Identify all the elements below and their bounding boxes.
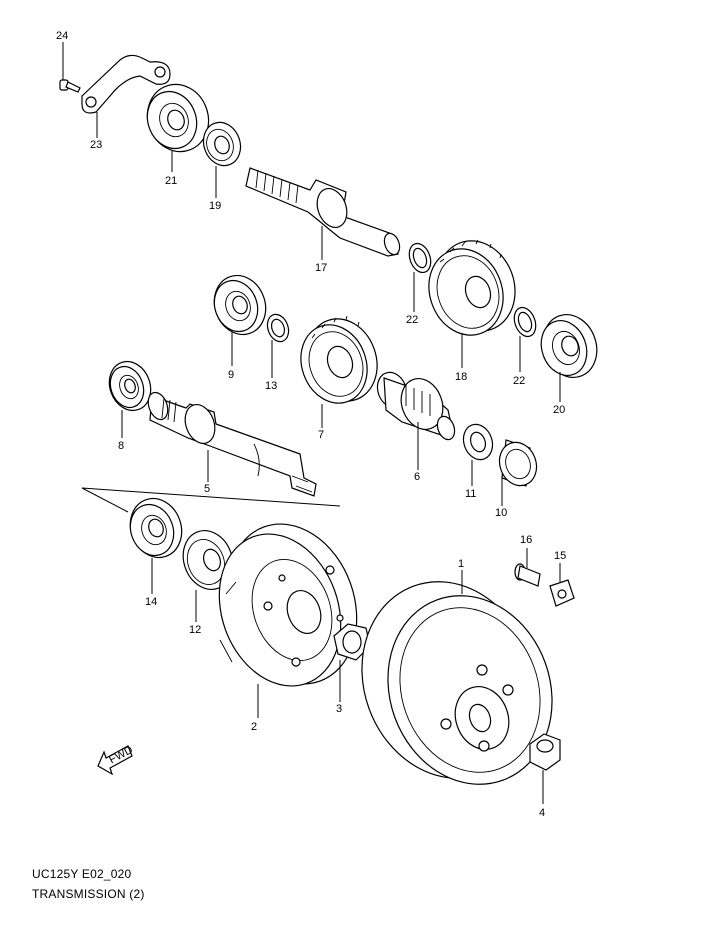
- label-14: 14: [145, 596, 157, 608]
- part-23-bracket[interactable]: [81, 54, 171, 114]
- assembly-leader: [81, 487, 341, 513]
- part-13-circlip[interactable]: [264, 311, 292, 344]
- part-5-final-shaft[interactable]: [145, 390, 317, 497]
- part-22-circlip-lower[interactable]: [510, 304, 539, 339]
- label-22-lower: 22: [513, 375, 525, 387]
- part-24-bolt[interactable]: [59, 79, 81, 93]
- label-10: 10: [495, 507, 507, 519]
- part-11-washer[interactable]: [459, 420, 498, 463]
- label-22-upper: 22: [406, 314, 418, 326]
- label-13: 13: [265, 380, 277, 392]
- label-9: 9: [228, 369, 234, 381]
- label-21: 21: [165, 175, 177, 187]
- part-8-bearing[interactable]: [103, 356, 158, 417]
- label-5: 5: [204, 483, 210, 495]
- label-4: 4: [539, 807, 545, 819]
- part-9-bearing[interactable]: [206, 268, 274, 341]
- label-24: 24: [56, 30, 68, 42]
- label-18: 18: [455, 371, 467, 383]
- part-17-drive-shaft[interactable]: [245, 167, 402, 257]
- part-19-oil-seal[interactable]: [198, 117, 247, 171]
- fwd-label: FWD: [107, 744, 135, 766]
- diagram-title: TRANSMISSION (2): [32, 887, 145, 901]
- part-14-bearing[interactable]: [122, 491, 190, 564]
- label-3: 3: [336, 703, 342, 715]
- part-12-oil-seal[interactable]: [175, 524, 241, 597]
- label-12: 12: [189, 624, 201, 636]
- part-20-bearing[interactable]: [534, 307, 606, 385]
- label-2: 2: [251, 721, 257, 733]
- label-7: 7: [318, 429, 324, 441]
- label-8: 8: [118, 440, 124, 452]
- part-labels: 24 23 21 19 17 22 18 22 20 9 13 7 6 11 1…: [56, 30, 566, 819]
- part-21-bearing[interactable]: [138, 76, 218, 160]
- part-7-gear[interactable]: [290, 309, 388, 413]
- part-15-lock-washer[interactable]: [549, 579, 575, 607]
- label-23: 23: [90, 139, 102, 151]
- part-1-clutch-housing[interactable]: [335, 557, 578, 807]
- part-22-circlip-upper[interactable]: [405, 240, 434, 275]
- diagram-code: UC125Y E02_020: [32, 867, 132, 881]
- fwd-arrow-icon: FWD: [97, 744, 135, 776]
- label-1: 1: [458, 558, 464, 570]
- part-2-clutch-shoe[interactable]: [199, 506, 378, 703]
- label-16: 16: [520, 534, 532, 546]
- label-11: 11: [465, 488, 476, 500]
- part-16-bolt[interactable]: [514, 563, 541, 587]
- leader-lines: [62, 42, 561, 804]
- part-4-nut[interactable]: [529, 733, 561, 771]
- part-10-needle-bearing[interactable]: [494, 437, 543, 491]
- label-17: 17: [315, 262, 327, 274]
- label-20: 20: [553, 404, 565, 416]
- part-18-driven-gear[interactable]: [417, 230, 527, 346]
- part-6-countershaft-gear[interactable]: [373, 368, 458, 442]
- label-6: 6: [414, 471, 420, 483]
- label-19: 19: [209, 200, 221, 212]
- label-15: 15: [554, 550, 566, 562]
